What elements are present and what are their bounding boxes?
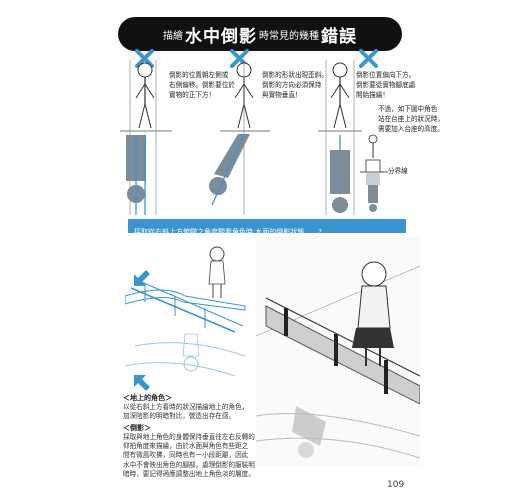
caption-title: ＜地上的角色＞	[123, 394, 172, 402]
caption-line: 仰拍角度來描繪，由於水面與角色有些距之	[123, 442, 249, 451]
note-line: 倒影的位置朝左側或	[169, 71, 229, 79]
note-line: 倒影位置偏向下方。	[356, 71, 416, 79]
caption-line: 暗時，要記得適應調整出地上角色淡的層度。	[123, 469, 255, 478]
title-main: 水中倒影	[185, 26, 257, 47]
boundary-pointer-icon	[380, 171, 388, 173]
note-line: 站在台座上的狀況時，	[378, 115, 444, 123]
panel-1-figure	[120, 60, 172, 215]
note-line: 倒影要從實物腳底處	[356, 81, 416, 89]
boundary-label: 分界線	[388, 167, 408, 175]
caption-line: 採取與地上角色的身體保持垂直往左右反轉的	[123, 433, 255, 441]
panel-3-note: 倒影位置偏向下方。 倒影要從實物腳底處 開始描繪！	[356, 70, 446, 100]
note-line: 倒影的形狀出現歪斜。	[262, 71, 328, 79]
banner-text: 採取從右斜上方俯瞰之角度觀看角色時,水面的倒影狀態……?	[134, 228, 322, 236]
reflection-caption: ＜倒影＞ 採取與地上角色的身體保持垂直往左右反轉的 仰拍角度來描繪，由於水面與角…	[123, 423, 257, 479]
note-line: 右側偏移。倒影要位於	[169, 81, 235, 89]
arrow-up-left-icon	[134, 375, 150, 391]
page-title: 描繪 水中倒影 時常見的幾種 錯誤	[118, 17, 402, 51]
wrong-cross-icon	[359, 49, 378, 68]
panel-1-note: 倒影的位置朝左側或 右側偏移。倒影要位於 實物的正下方！	[169, 70, 251, 100]
note-line: 倒影的方向必須保持	[262, 81, 322, 89]
panel-3-figure	[318, 60, 384, 215]
title-middle: 時常見的幾種	[259, 30, 319, 42]
caption-line: 加深陰影的明暗對比，營造出存在感。	[123, 412, 236, 421]
note-line: 不過，如下圖中角色	[378, 105, 438, 113]
note-line: 需要加入台座的高度。	[378, 125, 444, 133]
note-line: 開始描繪！	[356, 91, 389, 99]
note-line: 實物的正下方！	[169, 91, 216, 99]
caption-line: 間有微風吹拂，同時也有一小段距離，因此	[123, 451, 249, 460]
panel-3-extra-note: 不過，如下圖中角色 站在台座上的狀況時， 需要加入台座的高度。	[378, 104, 464, 134]
panel-2-figure	[209, 60, 270, 215]
section-banner: 採取從右斜上方俯瞰之角度觀看角色時,水面的倒影狀態……?	[128, 219, 406, 236]
panel-2-note: 倒影的形狀出現歪斜。 倒影的方向必須保持 與實物垂直！	[262, 70, 342, 100]
title-prefix: 描繪	[163, 30, 183, 42]
arrow-down-left-icon	[134, 270, 150, 286]
large-bridge-illustration	[256, 236, 420, 466]
caption-title: ＜倒影＞	[123, 424, 151, 432]
caption-line: 水中不會映出角色的腳部。處理倒影的服裝明	[123, 460, 255, 469]
note-line: 與實物垂直！	[262, 91, 302, 99]
bridge-reflection-illustration	[125, 246, 246, 377]
ground-caption: ＜地上的角色＞ 以從右斜上方看時的狀況描繪地上的角色， 加深陰影的明暗對比，營造…	[123, 393, 257, 421]
wrong-cross-icon	[135, 49, 154, 68]
title-suffix: 錯誤	[321, 26, 357, 47]
page-number: 109	[387, 480, 405, 490]
caption-line: 以從右斜上方看時的狀況描繪地上的角色，	[123, 403, 249, 411]
